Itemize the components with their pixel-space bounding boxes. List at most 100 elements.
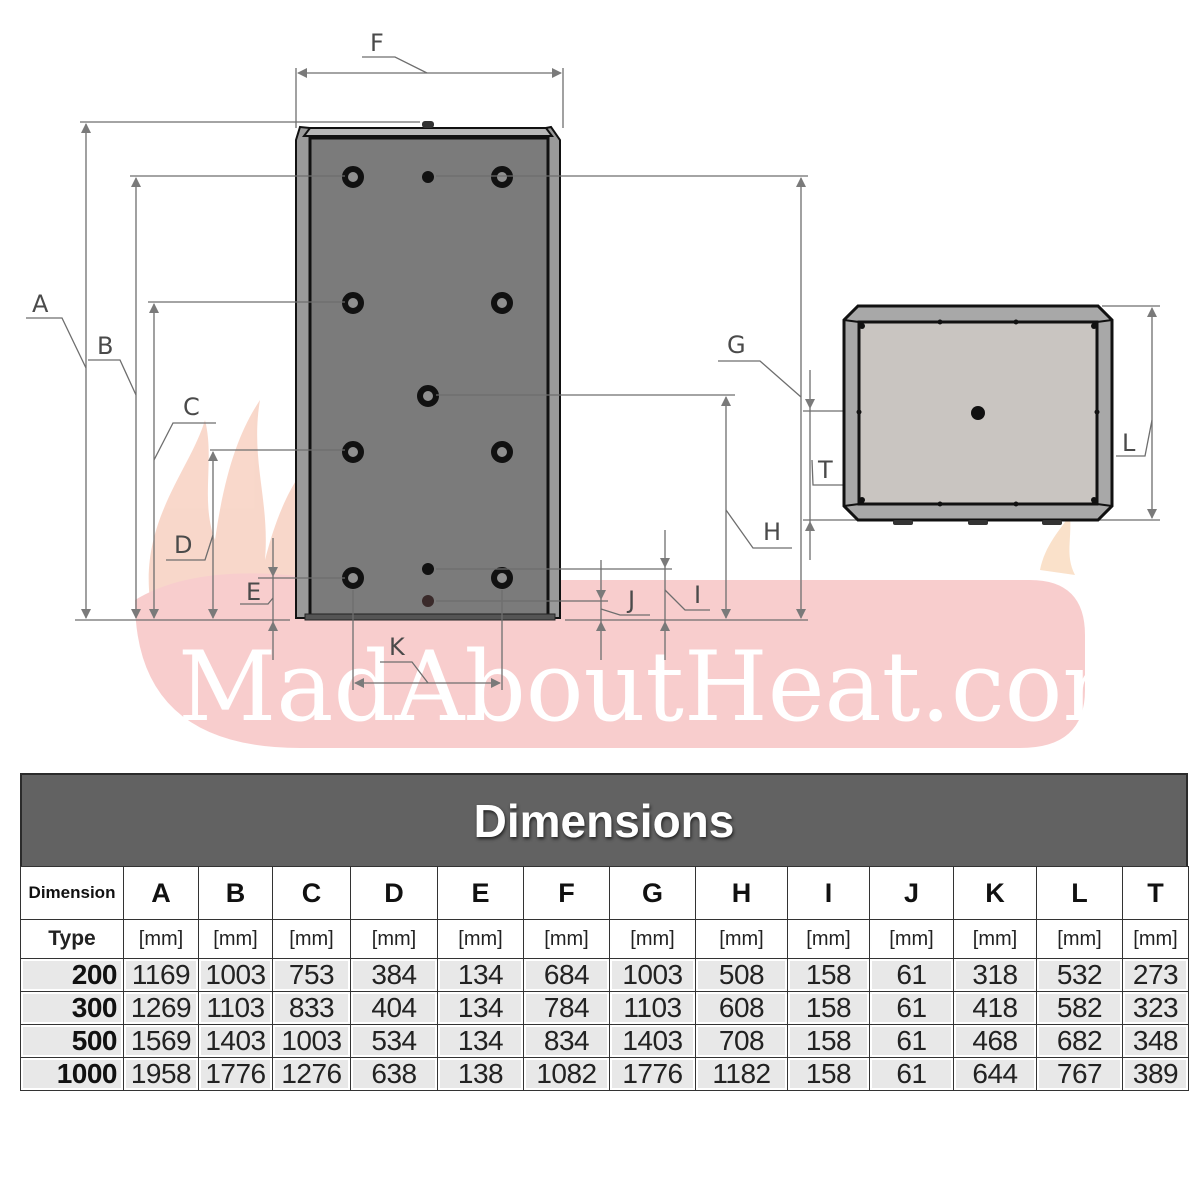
value-cell: 767 (1036, 1057, 1123, 1091)
port-upper-right (491, 292, 513, 314)
value-cell: 682 (1036, 1024, 1123, 1058)
value-cell: 61 (869, 1057, 954, 1091)
col-header-l: L (1036, 866, 1123, 920)
value-cell: 384 (350, 958, 438, 992)
port-top-right (491, 166, 513, 188)
value-cell: 1958 (123, 1057, 199, 1091)
value-cell: 784 (523, 991, 610, 1025)
col-header-e: E (437, 866, 524, 920)
technical-drawing: MadAboutHeat.com (26, 29, 1160, 748)
value-cell: 318 (953, 958, 1037, 992)
type-cell: 300 (20, 991, 124, 1025)
col-header-i: I (787, 866, 870, 920)
value-cell: 1776 (609, 1057, 696, 1091)
type-cell: 200 (20, 958, 124, 992)
col-header-t: T (1122, 866, 1189, 920)
value-cell: 134 (437, 991, 524, 1025)
value-cell: 534 (350, 1024, 438, 1058)
value-cell: 348 (1122, 1024, 1189, 1058)
value-cell: 1403 (609, 1024, 696, 1058)
type-cell: 1000 (20, 1057, 124, 1091)
row-header-label: Dimension (20, 866, 124, 920)
port-bottom-right (491, 567, 513, 589)
unit-cell: [mm] (523, 919, 610, 959)
dim-label-k: K (389, 633, 406, 661)
dim-label-g: G (727, 331, 746, 359)
value-cell: 1169 (123, 958, 199, 992)
table-row: 1000 1958 1776 1276 638 138 1082 1776 11… (20, 1057, 1189, 1091)
dimension-lines (26, 56, 1160, 690)
value-cell: 158 (787, 958, 870, 992)
port-upper-left (342, 292, 364, 314)
table-title: Dimensions (20, 773, 1188, 866)
value-cell: 138 (437, 1057, 524, 1091)
port-middle (417, 385, 439, 407)
value-cell: 638 (350, 1057, 438, 1091)
dim-label-j: J (626, 586, 635, 614)
table-row: 300 1269 1103 833 404 134 784 1103 608 1… (20, 991, 1189, 1025)
col-header-j: J (869, 866, 954, 920)
value-cell: 1003 (198, 958, 273, 992)
value-cell: 1103 (609, 991, 696, 1025)
value-cell: 644 (953, 1057, 1037, 1091)
dim-label-e: E (246, 578, 261, 606)
unit-cell: [mm] (123, 919, 199, 959)
col-header-d: D (350, 866, 438, 920)
value-cell: 608 (695, 991, 788, 1025)
center-port (971, 406, 985, 420)
table-row: 200 1169 1003 753 384 134 684 1003 508 1… (20, 958, 1189, 992)
dimension-letters: A B C D E F G H I J K L T (32, 29, 1136, 661)
col-header-c: C (272, 866, 351, 920)
port-bottom-left (342, 567, 364, 589)
column-letter-row: Dimension A B C D E F G H I J K L T (20, 866, 1189, 920)
dimensions-grid: Dimension A B C D E F G H I J K L T Type… (20, 866, 1189, 1091)
port-lower-right (491, 441, 513, 463)
value-cell: 1003 (272, 1024, 351, 1058)
table-row: 500 1569 1403 1003 534 134 834 1403 708 … (20, 1024, 1189, 1058)
value-cell: 684 (523, 958, 610, 992)
dim-label-b: B (97, 332, 113, 360)
flame-left-icon (148, 400, 323, 610)
col-header-f: F (523, 866, 610, 920)
value-cell: 1776 (198, 1057, 273, 1091)
value-cell: 753 (272, 958, 351, 992)
dim-label-a: A (32, 290, 49, 318)
value-cell: 1082 (523, 1057, 610, 1091)
value-cell: 158 (787, 1057, 870, 1091)
unit-cell: [mm] (198, 919, 273, 959)
unit-cell: [mm] (787, 919, 870, 959)
value-cell: 158 (787, 991, 870, 1025)
value-cell: 418 (953, 991, 1037, 1025)
unit-cell: [mm] (1122, 919, 1189, 959)
unit-cell: [mm] (869, 919, 954, 959)
value-cell: 508 (695, 958, 788, 992)
value-cell: 134 (437, 958, 524, 992)
type-cell: 500 (20, 1024, 124, 1058)
dim-label-h: H (763, 518, 781, 546)
value-cell: 158 (787, 1024, 870, 1058)
value-cell: 323 (1122, 991, 1189, 1025)
dim-label-d: D (174, 531, 192, 559)
value-cell: 61 (869, 958, 954, 992)
value-cell: 1269 (123, 991, 199, 1025)
col-header-b: B (198, 866, 273, 920)
unit-cell: [mm] (953, 919, 1037, 959)
unit-cell: [mm] (695, 919, 788, 959)
col-header-k: K (953, 866, 1037, 920)
port-lower-left (342, 441, 364, 463)
value-cell: 708 (695, 1024, 788, 1058)
value-cell: 1403 (198, 1024, 273, 1058)
value-cell: 582 (1036, 991, 1123, 1025)
col-header-h: H (695, 866, 788, 920)
value-cell: 61 (869, 991, 954, 1025)
dim-label-i: I (694, 581, 701, 609)
unit-cell: [mm] (437, 919, 524, 959)
dim-label-t: T (817, 456, 833, 484)
value-cell: 1003 (609, 958, 696, 992)
unit-row: Type [mm] [mm] [mm] [mm] [mm] [mm] [mm] … (20, 919, 1189, 959)
dim-label-c: C (183, 393, 200, 421)
col-header-a: A (123, 866, 199, 920)
port-top-left (342, 166, 364, 188)
value-cell: 1103 (198, 991, 273, 1025)
flame-right-icon (1040, 515, 1075, 575)
